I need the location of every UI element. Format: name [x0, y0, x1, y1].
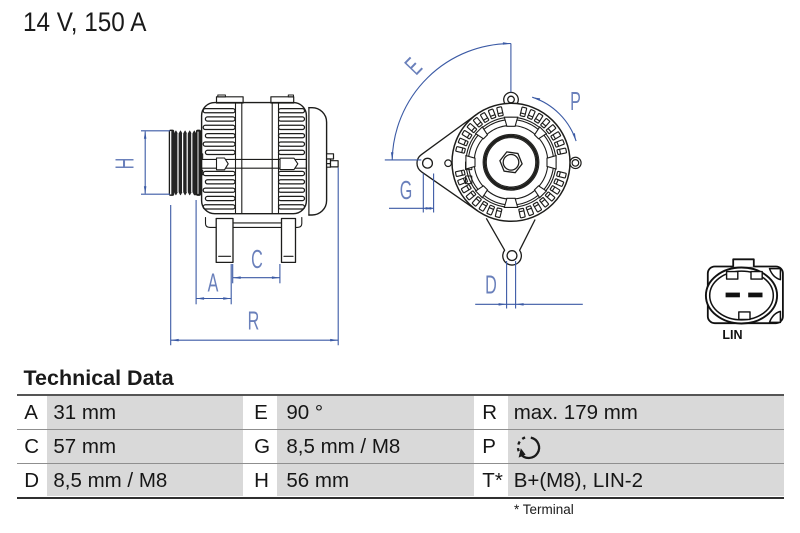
- svg-text:G: G: [400, 175, 413, 205]
- svg-text:E: E: [399, 52, 428, 81]
- svg-text:A: A: [208, 267, 219, 297]
- svg-text:H: H: [109, 158, 139, 170]
- svg-text:C: C: [251, 244, 263, 274]
- svg-text:LIN: LIN: [722, 328, 742, 342]
- svg-text:P: P: [570, 86, 581, 116]
- svg-text:R: R: [248, 305, 260, 335]
- svg-text:D: D: [485, 269, 497, 299]
